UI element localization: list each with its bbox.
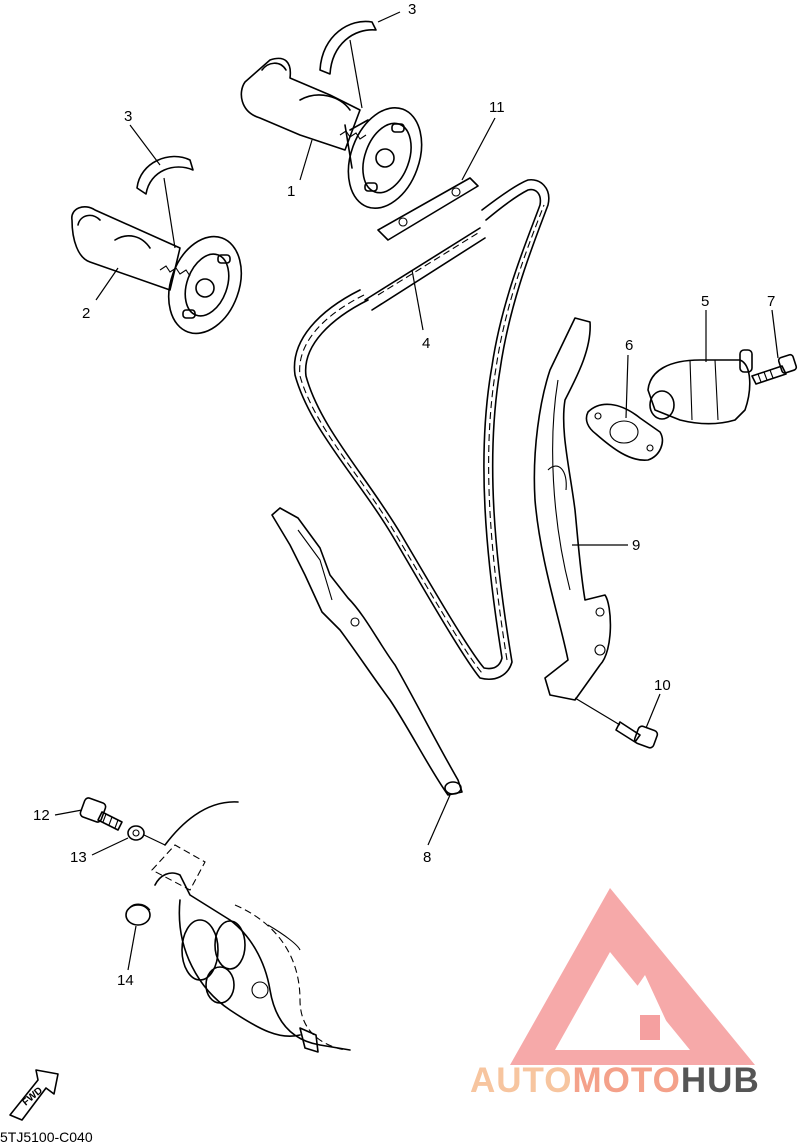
fwd-arrow-icon: FWD: [9, 1069, 59, 1121]
watermark-text: AUTOMOTOHUB: [470, 1061, 760, 1100]
callout-5: 5: [701, 293, 709, 310]
callout-4: 4: [422, 335, 430, 352]
part-7-bolt: [751, 353, 798, 385]
leader-lines: [54, 11, 779, 971]
callout-1: 1: [287, 183, 295, 200]
callout-3a: 3: [408, 1, 416, 18]
part-2-camshaft: [71, 206, 243, 335]
part-5-tensioner: [647, 349, 753, 425]
part-9-chain-guide: [533, 317, 612, 701]
part-6-gasket: [585, 403, 664, 461]
crankcase-outline: [151, 801, 351, 1053]
part-3-clip-upper: [319, 20, 377, 75]
svg-text:AUTOMOTOHUB: AUTOMOTOHUB: [470, 1061, 760, 1100]
callout-3b: 3: [124, 108, 132, 125]
part-1-camshaft: [240, 57, 423, 210]
callout-14: 14: [117, 972, 134, 989]
part-12-bolt: [79, 797, 123, 831]
part-14-plug: [125, 903, 151, 926]
callouts: 3 11 3 1 2 5 7 4 6 9 10 12 13 8 14: [33, 1, 775, 989]
watermark-logo: [510, 888, 755, 1065]
part-8-chain-guide: [271, 507, 463, 796]
callout-11: 11: [489, 99, 505, 116]
callout-12: 12: [33, 807, 50, 824]
part-13-washer: [127, 825, 145, 841]
callout-2: 2: [82, 305, 90, 322]
watermark-auto: AUTO: [470, 1061, 573, 1100]
callout-13: 13: [70, 849, 87, 866]
callout-8: 8: [423, 849, 431, 866]
watermark-hub: HUB: [681, 1061, 760, 1100]
part-10-bolt: [615, 721, 659, 749]
callout-7: 7: [767, 293, 775, 310]
callout-10: 10: [654, 677, 671, 694]
callout-9: 9: [632, 537, 640, 554]
part-3-clip-lower: [136, 155, 194, 195]
part-4-timing-chain: [293, 179, 550, 680]
part-11-chain-guide: [377, 177, 479, 241]
watermark-moto: MOTO: [573, 1061, 681, 1100]
callout-6: 6: [625, 337, 633, 354]
diagram-code: 5TJ5100-C040: [0, 1129, 93, 1145]
